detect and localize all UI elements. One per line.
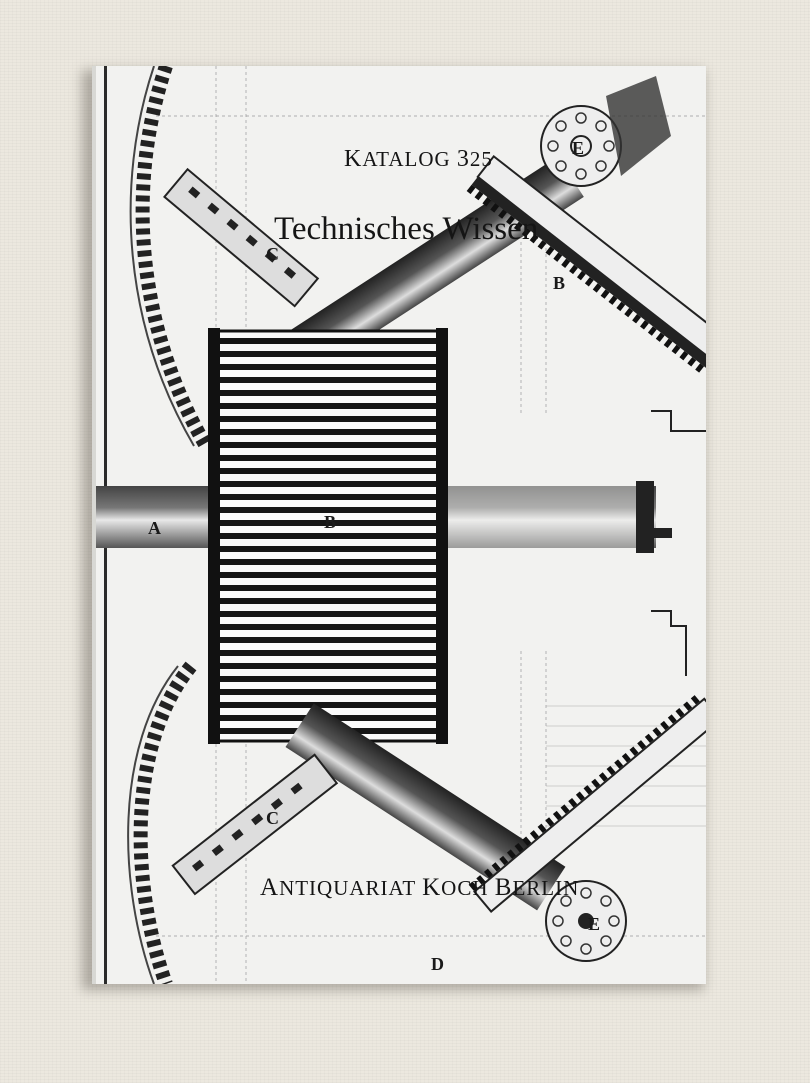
drum-rib (220, 572, 436, 578)
drum-rib (220, 468, 436, 474)
publisher-name: ANTIQUARIAT KOCH BERLIN (260, 874, 580, 901)
drum-rib (220, 520, 436, 526)
catalog-number-text: KATALOG 325 (344, 146, 493, 172)
diagram-letter-e-lower: E (588, 914, 601, 934)
drum-rib (220, 559, 436, 565)
diagram-letter-d: D (431, 954, 444, 974)
drum-rib (220, 455, 436, 461)
drum-rib (220, 689, 436, 695)
diagram-letter-e-upper: E (572, 138, 585, 158)
drum-rib (220, 416, 436, 422)
drum-rib (220, 377, 436, 383)
diagram-letter-b-upper: B (553, 273, 566, 293)
catalog-number: KATALOG 325 (344, 146, 493, 173)
drum-rib (220, 494, 436, 500)
drum-rib (220, 637, 436, 643)
drum-rib (220, 624, 436, 630)
drum-rib (220, 663, 436, 669)
drum-rib (220, 650, 436, 656)
drum-rib (220, 533, 436, 539)
catalog-cover: A B B C C D E E KATALOG 325 Technisches … (92, 66, 706, 984)
diagram-letter-a: A (148, 518, 161, 538)
catalog-title: Technisches Wissen (274, 211, 539, 247)
drum-rib (220, 429, 436, 435)
drum-rib (220, 676, 436, 682)
drum-rib (220, 507, 436, 513)
diagram-letter-c-upper: C (266, 244, 279, 264)
drum-rib (220, 364, 436, 370)
drum-rib (220, 390, 436, 396)
drum-rib (220, 585, 436, 591)
drum-rib (220, 403, 436, 409)
drum-rib (220, 442, 436, 448)
drum-rib (220, 546, 436, 552)
drum-rib (220, 351, 436, 357)
technical-engraving (96, 66, 706, 984)
drum-rib (220, 338, 436, 344)
drum-rib (220, 481, 436, 487)
diagram-letter-b-center: B (324, 512, 337, 532)
drum-rib (220, 611, 436, 617)
drum-rib (220, 702, 436, 708)
diagram-letter-c-lower: C (266, 808, 279, 828)
drum-rib (220, 598, 436, 604)
